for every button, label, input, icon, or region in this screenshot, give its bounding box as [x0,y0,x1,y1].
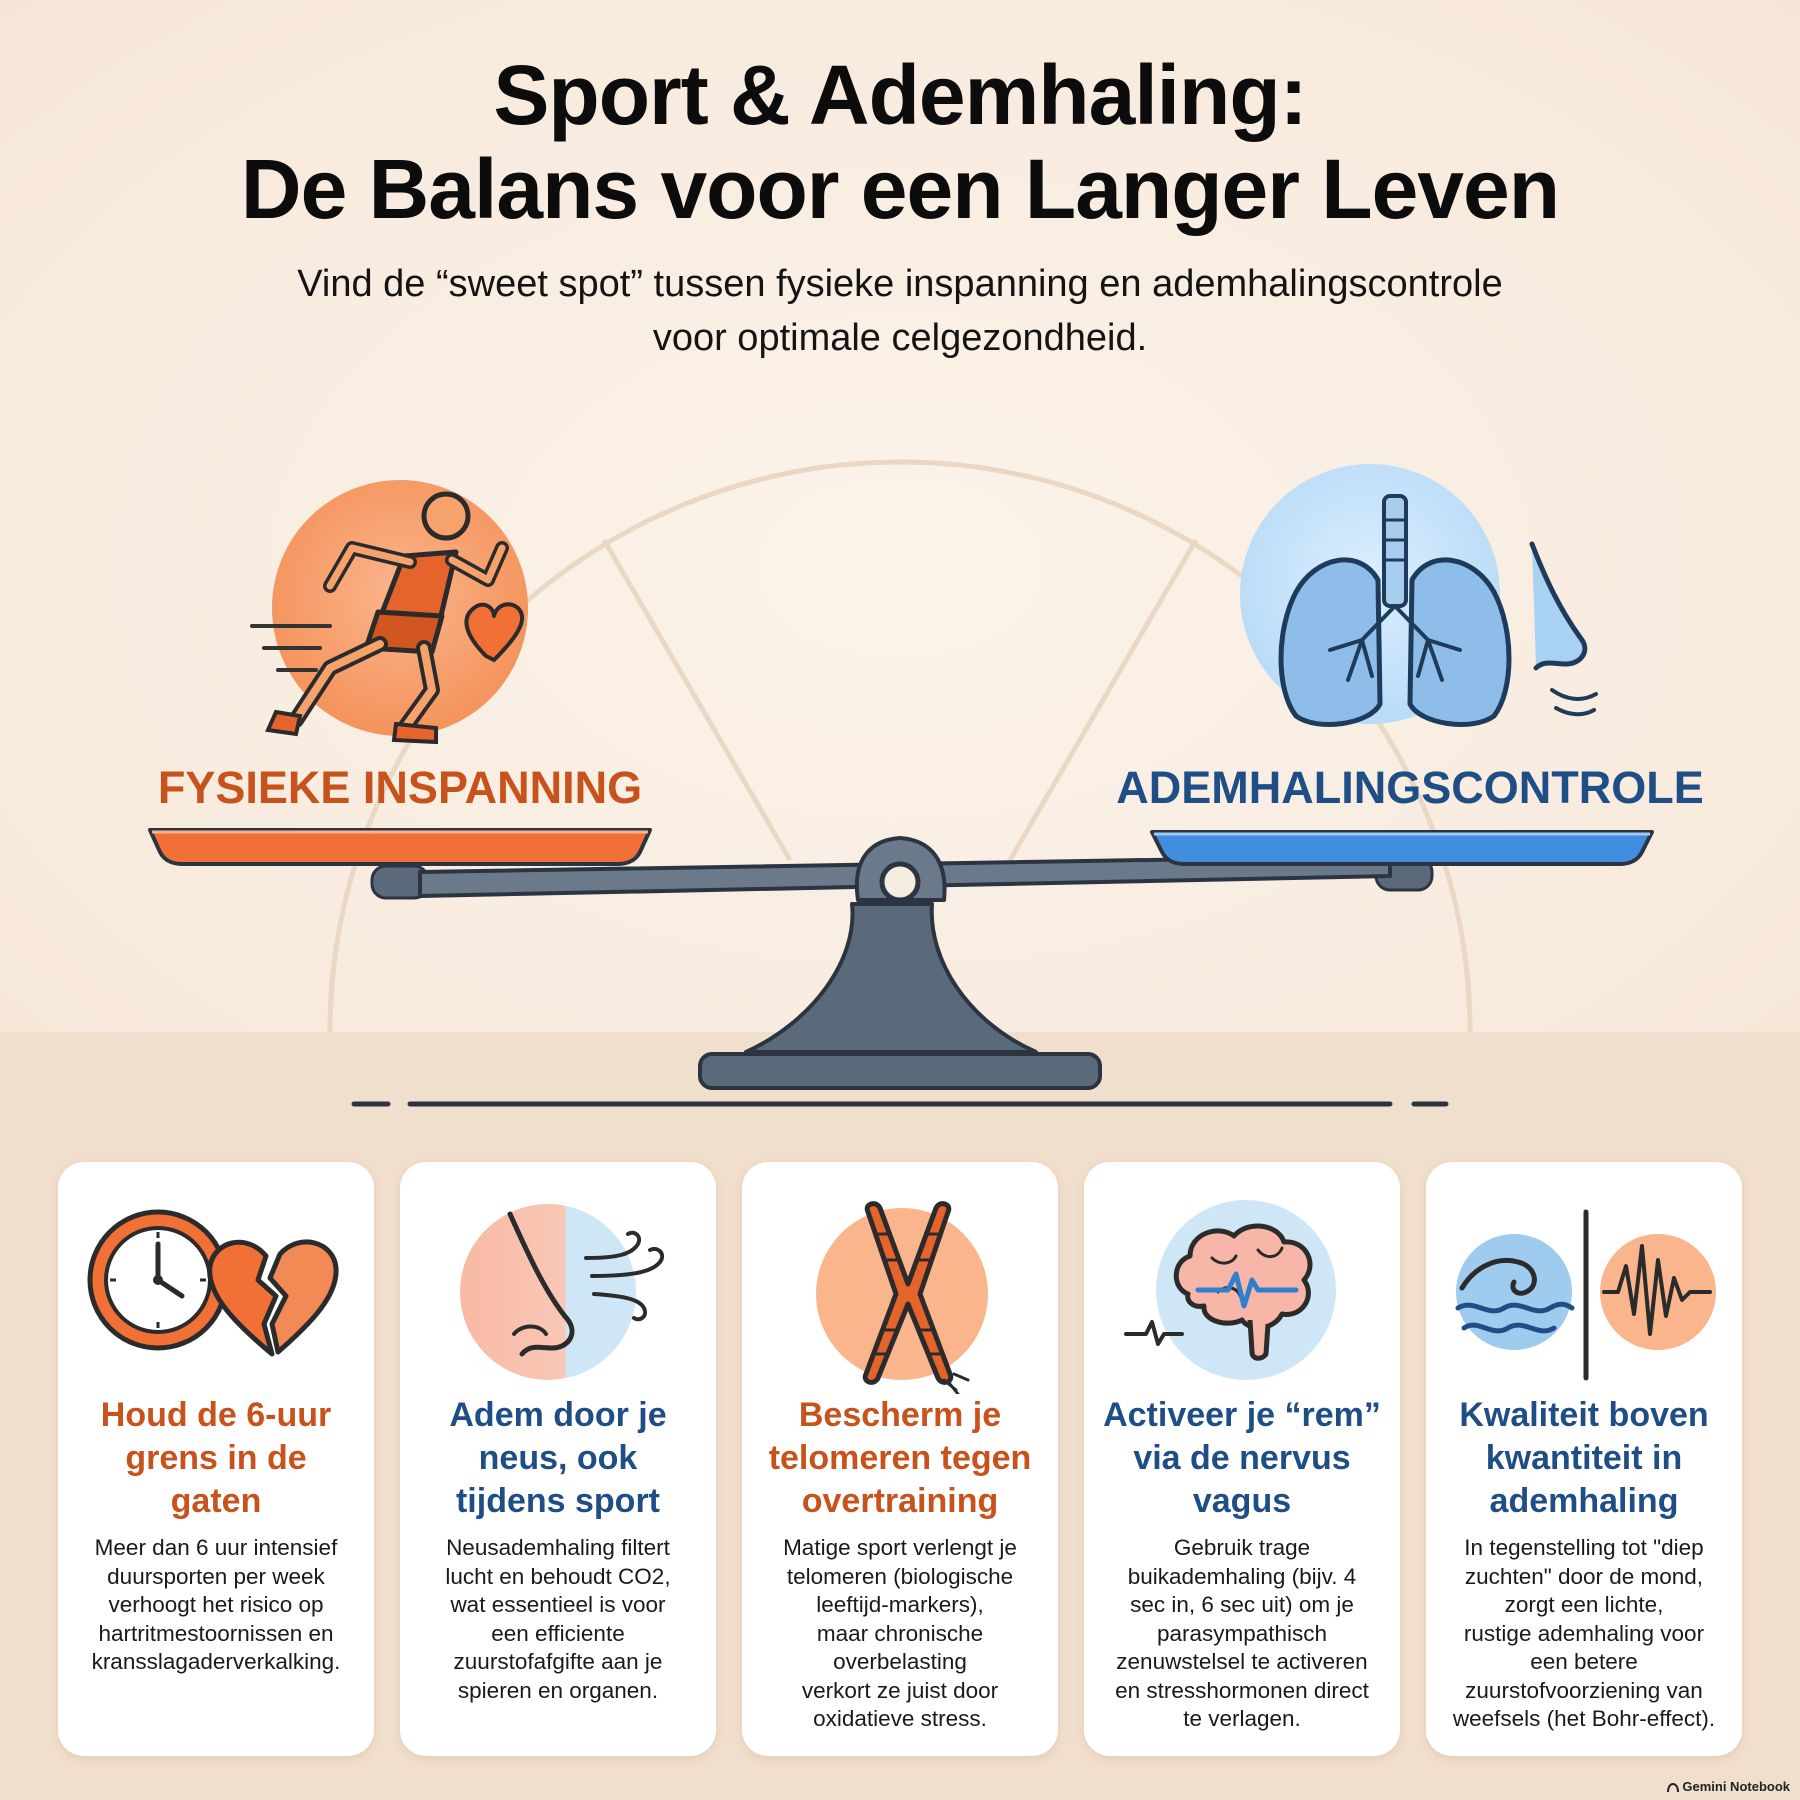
brand-footer: Gemini Notebook [1667,1779,1790,1794]
card-body-line: In tegenstelling tot "diep [1464,1535,1704,1560]
card-title-line: Kwaliteit boven [1459,1396,1709,1434]
wave-signal-icon [1455,1209,1716,1381]
card-body-line: oxidatieve stress. [813,1706,987,1732]
card-body-line: zorgt een lichte, [1504,1592,1664,1618]
subtitle-line-1: Vind de “sweet spot” tussen fysieke insp… [297,263,1503,305]
brain-pulse-icon [1124,1200,1336,1380]
card-body-line: een betere [1530,1649,1638,1675]
card-body: In tegenstelling tot "diep zuchten" door… [1434,1534,1734,1734]
card-body-line: Gebruik trage [1173,1535,1311,1560]
card-body-line: Meer dan 6 uur intensief [94,1535,338,1560]
card-body-line: Matige sport verlengt je [783,1535,1017,1560]
card-body-line: hartritmestoornissen en [98,1620,334,1646]
card-title-line: grens in de [125,1438,307,1477]
card-nervus-vagus: Activeer je “rem” via de nervus vagus Ge… [1084,1162,1400,1756]
subtitle-line-2: voor optimale celgezondheid. [652,316,1148,359]
page-subtitle: Vind de “sweet spot” tussen fysieke insp… [0,258,1800,366]
card-title-line: Adem door je [449,1396,667,1434]
left-pan [148,828,652,866]
card-body-line: Neusademhaling filtert [446,1535,670,1560]
card-body-line: lucht en behoudt CO2, [445,1563,671,1589]
scale-stand [698,836,1102,1090]
card-body-line: rustige ademhaling voor [1463,1620,1705,1646]
card-body: Matige sport verlengt je telomeren (biol… [750,1534,1050,1734]
card-body-line: kransslagaderverkalking. [91,1649,341,1675]
card-title-line: Activeer je “rem” [1103,1396,1381,1434]
brand-name: Gemini Notebook [1682,1779,1790,1794]
background-arc [327,459,1473,1033]
label-ademhalingscontrole: ADEMHALINGSCONTROLE [1116,762,1704,813]
card-body-line: buikademhaling (bijv. 4 [1127,1563,1357,1589]
card-body-line: leeftijd-markers), [816,1592,984,1618]
card-title-line: ademhaling [1489,1481,1679,1520]
card-body-line: parasympathisch [1156,1620,1328,1646]
card-body-line: zuurstofvoorziening van [1465,1677,1703,1703]
notebook-icon [1667,1782,1680,1792]
card-body-line: verkort ze juist door [801,1677,999,1703]
label-fysieke-inspanning: FYSIEKE INSPANNING [157,762,643,813]
title-line-2: De Balans voor een Langer Leven [240,142,1560,237]
card-body-line: te verlagen. [1183,1706,1301,1732]
right-pan [1150,830,1654,866]
card-body-line: verhoogt het risico op [108,1592,324,1618]
card-body-line: duursporten per week [107,1563,325,1589]
card-title-line: Bescherm je [798,1396,1002,1434]
card-title: Adem door je neus, ook tijdens sport [410,1394,706,1522]
card-title-line: tijdens sport [455,1481,661,1520]
card-6-uur-grens: Houd de 6-uur grens in de gaten Meer dan… [58,1162,374,1756]
card-body-line: en stresshormonen direct [1115,1677,1369,1703]
card-title-line: via de nervus [1133,1438,1351,1477]
card-title-line: Houd de 6-uur [100,1396,332,1434]
card-title-line: overtraining [801,1481,999,1520]
card-title-line: kwantiteit in [1485,1438,1683,1477]
card-title-line: vagus [1192,1481,1292,1520]
card-body-line: overbelasting [833,1649,967,1675]
card-body-line: spieren en organen. [457,1677,659,1703]
title-line-1: Sport & Ademhaling: [493,48,1307,142]
card-body: Gebruik trage buikademhaling (bijv. 4 se… [1092,1534,1392,1734]
card-body-line: sec in, 6 sec uit) om je [1130,1592,1354,1618]
card-title: Bescherm je telomeren tegen overtraining [752,1394,1048,1522]
card-neusademhaling: Adem door je neus, ook tijdens sport Neu… [400,1162,716,1756]
card-title-line: gaten [170,1481,262,1520]
card-body-line: weefsels (het Bohr-effect). [1452,1706,1716,1732]
chromosome-icon [816,1201,988,1394]
card-body-line: een efficiente [491,1620,625,1646]
lungs-nose-icon [1240,464,1598,728]
card-body: Neusademhaling filtert lucht en behoudt … [408,1534,708,1705]
card-title-line: telomeren tegen [768,1438,1032,1477]
card-body: Meer dan 6 uur intensief duursporten per… [66,1534,366,1677]
card-title: Houd de 6-uur grens in de gaten [68,1394,364,1522]
page-title: Sport & Ademhaling: De Balans voor een L… [0,48,1800,236]
card-kwaliteit-ademhaling: Kwaliteit boven kwantiteit in ademhaling… [1426,1162,1742,1756]
card-body-line: maar chronische [816,1620,984,1646]
clock-broken-heart-icon [87,1209,339,1357]
card-title: Activeer je “rem” via de nervus vagus [1094,1394,1390,1522]
card-body-line: zuchten" door de mond, [1464,1563,1704,1589]
card-body-line: telomeren (biologische [786,1563,1014,1589]
nose-breath-icon [460,1204,665,1380]
card-body-line: zenuwstelsel te activeren [1116,1649,1368,1675]
card-telomeren: Bescherm je telomeren tegen overtraining… [742,1162,1058,1756]
card-body-line: wat essentieel is voor [450,1592,666,1618]
balance-scale-illustration [148,459,1654,1107]
runner-heart-icon [250,480,528,745]
card-body-line: zuurstofafgifte aan je [453,1649,663,1675]
card-title: Kwaliteit boven kwantiteit in ademhaling [1436,1394,1732,1522]
card-title-line: neus, ook [478,1438,638,1477]
